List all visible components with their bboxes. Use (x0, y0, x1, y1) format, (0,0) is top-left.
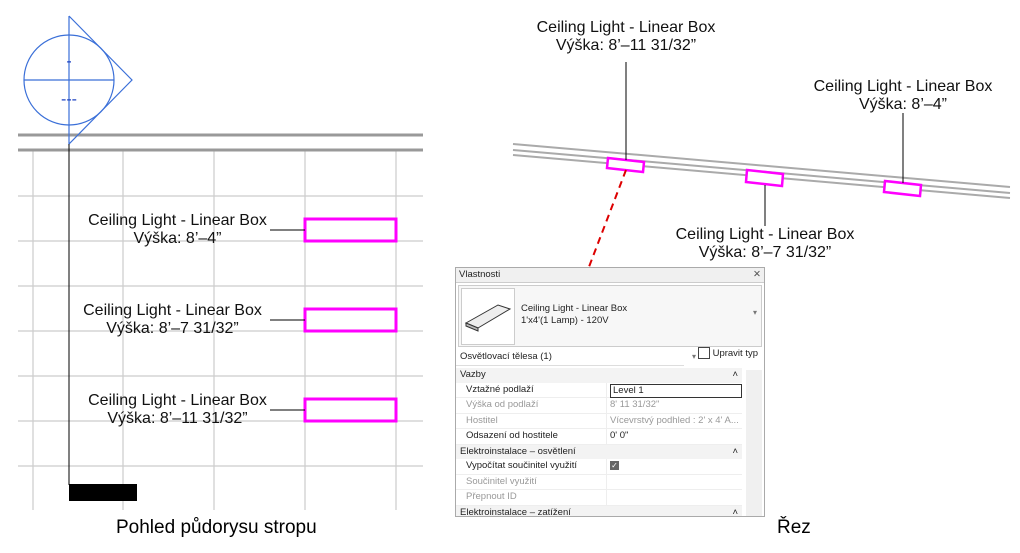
group-header[interactable]: Elektroinstalace – osvětlení ˄ (456, 444, 742, 459)
section-caption: Řez (777, 517, 811, 538)
checkbox[interactable]: ✓ (610, 461, 619, 470)
prop-key: Přepnout ID (456, 490, 607, 505)
edit-type-icon (697, 347, 710, 360)
panel-title: Vlastnosti (459, 269, 501, 280)
property-row: Součinitel využití (456, 474, 742, 490)
tag-name: Ceiling Light - Linear Box (88, 212, 267, 229)
level-input[interactable]: Level 1 (610, 383, 742, 398)
tag-name: Ceiling Light - Linear Box (88, 392, 267, 409)
prop-value: 8' 11 31/32" (610, 399, 660, 410)
tag-height: Výška: 8’–11 31/32” (107, 410, 248, 427)
tag-name: Ceiling Light - Linear Box (813, 78, 993, 95)
collapse-icon: ˄ (732, 445, 738, 457)
type-name: Ceiling Light - Linear Box (521, 303, 628, 314)
wall-lines (18, 133, 423, 152)
group-label: Elektroinstalace – zatížení (460, 506, 571, 517)
panel-title-bar: Vlastnosti ✕ (456, 268, 764, 283)
prop-key: Odsazení od hostitele (456, 429, 607, 444)
prop-key: Vypočítat součinitel využití (456, 459, 607, 474)
svg-text:-: - (66, 53, 71, 70)
tag-height: Výška: 8’–11 31/32” (555, 37, 697, 54)
tag-height: Výška: 8’–4” (858, 96, 948, 113)
prop-key: Vztažné podlaží (456, 382, 607, 397)
close-icon[interactable]: ✕ (753, 269, 761, 280)
collapse-icon: ˄ (732, 506, 738, 517)
type-subname: 1'x4'(1 Lamp) - 120V (521, 315, 609, 326)
group-header[interactable]: Vazby ˄ (456, 368, 742, 383)
tag-height: Výška: 8’–4” (133, 230, 222, 247)
svg-text:---: --- (61, 91, 77, 108)
tag-name: Ceiling Light - Linear Box (83, 302, 262, 319)
group-label: Elektroinstalace – osvětlení (460, 445, 576, 457)
property-row: Vypočítat součinitel využití✓ (456, 459, 742, 475)
section-lights (605, 156, 923, 198)
tag-height: Výška: 8’–7 31/32” (106, 320, 239, 337)
tag-name: Ceiling Light - Linear Box (675, 226, 855, 243)
group-header[interactable]: Elektroinstalace – zatížení ˄ (456, 505, 742, 517)
tag-height: Výška: 8’–7 31/32” (698, 244, 832, 261)
prop-value: Vícevrstvý podhled : 2' x 4' A... (610, 414, 739, 426)
type-thumbnail (461, 288, 515, 345)
tag-name: Ceiling Light - Linear Box (536, 19, 716, 36)
instance-filter[interactable]: Osvětlovací tělesa (1) ▾ (456, 349, 696, 366)
filter-label: Osvětlovací tělesa (1) (460, 351, 552, 362)
collapse-icon: ˄ (732, 369, 738, 380)
prop-key: Součinitel využití (456, 474, 607, 489)
group-label: Vazby (460, 369, 486, 380)
chevron-down-icon: ▾ (691, 352, 696, 361)
prop-value[interactable]: 0' 0" (610, 430, 629, 441)
scrollbar[interactable] (746, 370, 762, 516)
section-marker: - --- (23, 15, 133, 146)
section-end-block (69, 484, 137, 501)
chevron-down-icon[interactable]: ▾ (752, 308, 757, 317)
plan-lights (303, 217, 398, 423)
property-row: Přepnout ID (456, 490, 742, 506)
prop-value (607, 490, 742, 505)
prop-key: Hostitel (456, 413, 607, 428)
prop-key: Výška od podlaží (456, 398, 607, 413)
edit-type-button[interactable]: Upravit typ (697, 346, 758, 362)
plan-caption: Pohled půdorysu stropu (116, 517, 317, 538)
prop-value (607, 475, 742, 490)
edit-type-label: Upravit typ (712, 348, 758, 359)
